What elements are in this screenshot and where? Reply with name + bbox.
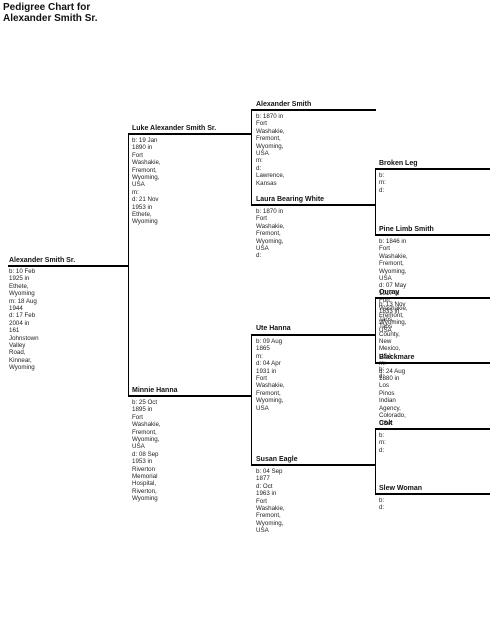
detail-line: d:: [379, 504, 385, 512]
detail-line: d:: [379, 373, 385, 381]
detail-line: b:: [379, 172, 385, 179]
detail-line: County, New Mexico, USA: [379, 330, 401, 360]
person-details: b: 19 Jan 1890 in Fort Washakie, Fremont…: [132, 137, 161, 226]
chart-title: Pedigree Chart for Alexander Smith Sr.: [3, 2, 98, 24]
person-name: Alexander Smith Sr.: [9, 257, 76, 264]
person-line: [375, 297, 490, 299]
person-details: b: 04 Sep 1877 d: Oct 1963 in Fort Washa…: [256, 468, 285, 535]
detail-line: Wyoming: [9, 290, 35, 298]
person-name: Colt: [379, 420, 393, 427]
detail-line: m:: [379, 439, 386, 447]
detail-line: b: 04 Sep 1877: [256, 468, 283, 483]
person-line: [8, 265, 129, 267]
detail-line: Fremont, Wyoming, USA: [132, 428, 160, 451]
detail-line: b: 25 Oct 1895 in Fort Washakie,: [132, 399, 161, 429]
person-details: b: 10 Feb 1925 in Ethete, Wyoming m: 18 …: [9, 268, 39, 372]
detail-line: d:: [256, 252, 262, 260]
person-name: Slew Woman: [379, 485, 423, 492]
person-name: Alexander Smith: [256, 101, 312, 108]
detail-line: m:: [132, 188, 139, 196]
detail-line: Fremont, Wyoming, USA: [256, 230, 284, 253]
person-details: b: 09 Aug 1865 m: d: 04 Apr 1931 in Fort…: [256, 338, 285, 412]
person-name: Ute Hanna: [256, 325, 291, 332]
detail-line: d:: [379, 186, 385, 194]
person-line: [375, 234, 490, 236]
detail-line: d: 24 Aug 1880 in Los Pinos: [379, 367, 406, 397]
person-name: Pine Limb Smith: [379, 226, 434, 233]
person-details: b: 1870 in Fort Washakie, Fremont, Wyomi…: [256, 208, 285, 260]
person-details: b: 1870 in Fort Washakie, Fremont, Wyomi…: [256, 113, 285, 187]
detail-line: b: 1846 in Fort Washakie,: [379, 238, 408, 260]
detail-line: Fremont, Wyoming, USA: [256, 135, 284, 158]
detail-line: Fremont, Wyoming, USA: [256, 389, 284, 412]
connector-gen3-c: [375, 428, 376, 494]
detail-line: Memorial Hospital, Riverton,: [132, 473, 158, 495]
person-details: b: 1846 in Fort Washakie, Fremont, Wyomi…: [379, 238, 408, 334]
person-name: Ouray: [379, 289, 400, 296]
person-name: Broken Leg: [379, 160, 418, 167]
connector-gen3-a: [375, 168, 376, 235]
connector-gen1: [128, 133, 129, 395]
detail-line: d: 17 Feb 2004 in 161 Johnstown: [9, 312, 39, 342]
person-line: [128, 133, 252, 135]
person-line: [128, 395, 252, 397]
connector-gen3-b: [375, 297, 376, 363]
person-line: [375, 493, 490, 495]
person-line: [375, 168, 490, 170]
detail-line: b:: [379, 497, 385, 504]
person-details: b: 25 Oct 1895 in Fort Washakie, Fremont…: [132, 399, 161, 503]
detail-line: d: Oct 1963 in Fort Washakie,: [256, 482, 285, 513]
detail-line: m:: [256, 157, 263, 165]
detail-line: Wyoming: [132, 495, 158, 503]
detail-line: Valley Road, Kinnear, Wyoming: [9, 342, 35, 372]
detail-line: m:: [379, 360, 386, 368]
detail-line: b: 1870 in Fort Washakie,: [256, 208, 285, 230]
detail-line: d: 04 Apr 1931 in Fort Washakie,: [256, 360, 285, 390]
person-line: [251, 204, 376, 206]
person-details: b: m: d:: [379, 172, 386, 194]
detail-line: b:: [379, 366, 385, 373]
person-details: b: m: d:: [379, 432, 386, 454]
detail-line: b: 19 Jan 1890 in Fort Washakie,: [132, 137, 161, 167]
person-line: [375, 362, 490, 364]
connector-gen2-lower: [251, 334, 252, 465]
detail-line: b: 1870 in Fort Washakie,: [256, 113, 285, 135]
detail-line: Fremont, Wyoming, USA: [256, 512, 284, 535]
detail-line: Indian Agency, Colorado, USA: [379, 397, 406, 427]
detail-line: m:: [256, 352, 263, 360]
detail-line: m:: [379, 179, 386, 187]
person-name: Laura Bearing White: [256, 196, 325, 203]
detail-line: b: 09 Aug 1865: [256, 338, 283, 353]
person-name: Susan Eagle: [256, 456, 298, 463]
person-details: b: d:: [379, 497, 384, 512]
detail-line: b:: [379, 432, 385, 439]
detail-line: Wyoming: [132, 218, 158, 226]
person-name: Blackmare: [379, 354, 415, 361]
person-name: Luke Alexander Smith Sr.: [132, 125, 217, 132]
person-details: b: 13 Nov 1833 in Taos, Taos County, New…: [379, 301, 406, 427]
detail-line: d: Lawrence, Kansas: [256, 164, 285, 187]
detail-line: Fremont, Wyoming, USA: [379, 260, 407, 283]
detail-line: d: 08 Sep 1953 in Riverton: [132, 450, 159, 473]
person-line: [251, 109, 376, 111]
detail-line: b: 13 Nov 1833 in Taos, Taos: [379, 301, 406, 331]
detail-line: m: 18 Aug 1944: [9, 297, 37, 313]
person-line: [251, 334, 376, 336]
detail-line: Fremont, Wyoming, USA: [132, 166, 160, 189]
detail-line: d: 21 Nov 1953 in Ethete,: [132, 196, 159, 219]
person-details: b: d:: [379, 366, 384, 381]
person-name: Minnie Hanna: [132, 387, 178, 394]
connector-gen2-upper: [251, 109, 252, 205]
person-line: [251, 464, 376, 466]
detail-line: Fremont, Wyoming, USA: [379, 312, 407, 334]
detail-line: d: 07 May 1917 in Fort Washakie,: [379, 282, 408, 312]
detail-line: b: 10 Feb 1925 in Ethete,: [9, 268, 36, 290]
detail-line: d:: [379, 446, 385, 454]
person-line: [375, 428, 490, 430]
